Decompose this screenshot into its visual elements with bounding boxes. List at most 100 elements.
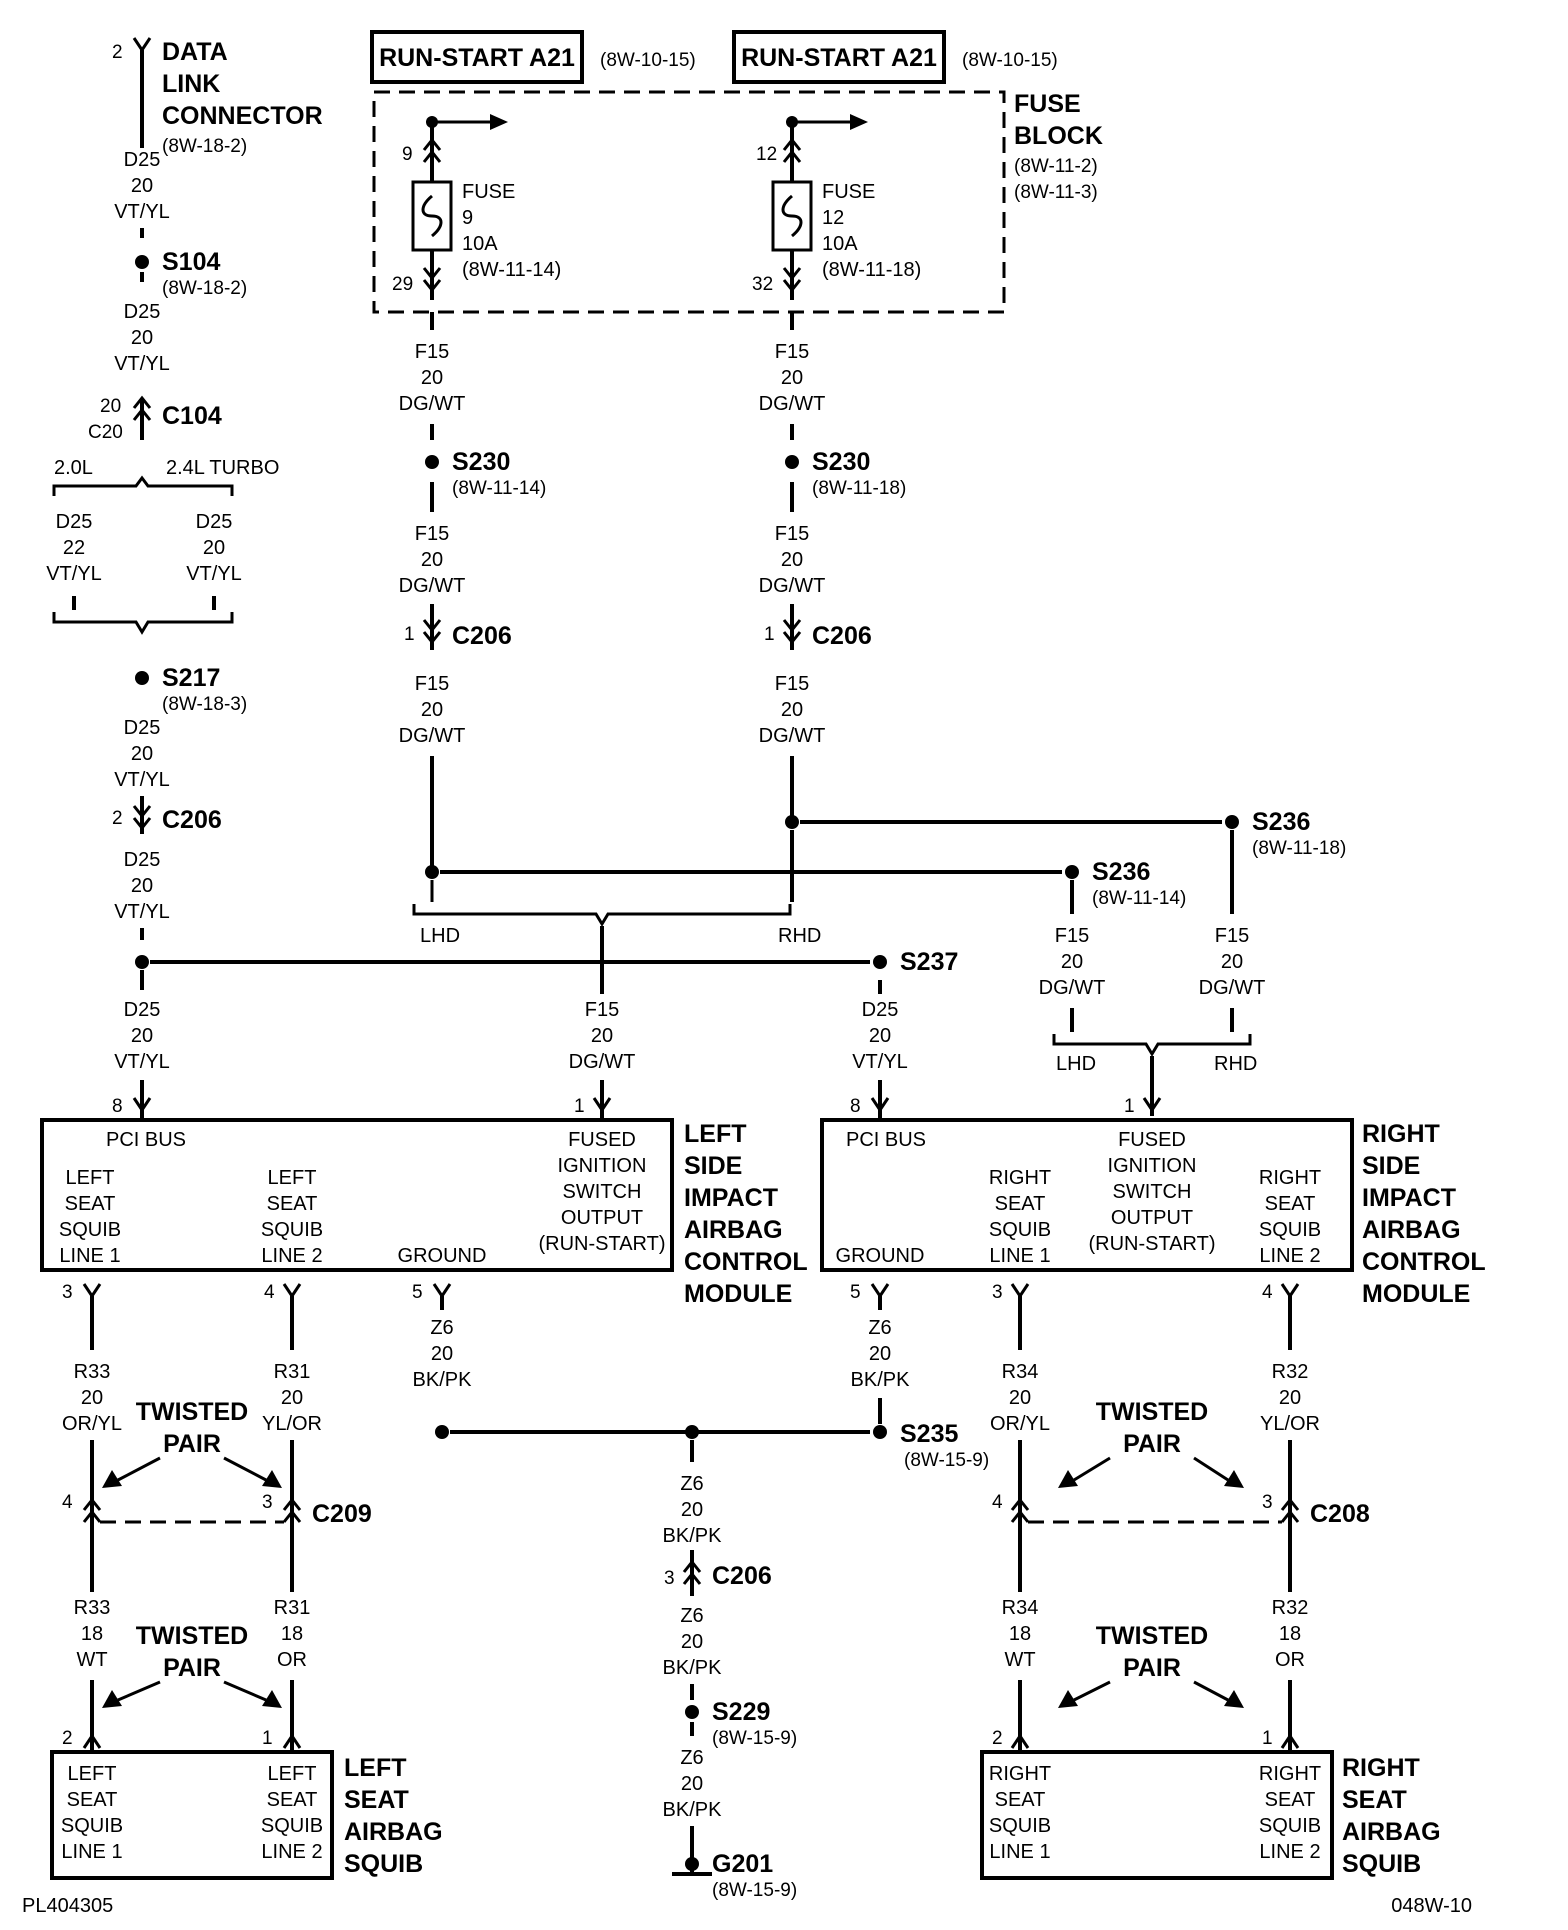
splice-ref: (8W-11-18) bbox=[812, 478, 906, 499]
wire-label: 18 bbox=[1279, 1623, 1301, 1645]
twisted-pair-label: PAIR bbox=[163, 1430, 221, 1458]
wire-label: VT/YL bbox=[46, 563, 102, 585]
wire-label: 20 bbox=[681, 1773, 703, 1795]
wire-label: R31 bbox=[274, 1597, 311, 1619]
wire-label: YL/OR bbox=[262, 1413, 322, 1435]
twisted-pair-label: TWISTED bbox=[136, 1622, 249, 1650]
arrow-icon bbox=[1224, 1690, 1244, 1708]
squib-title: SQUIB bbox=[1342, 1850, 1421, 1878]
splice-label: S236 bbox=[1252, 808, 1310, 836]
power-source-ref: (8W-10-15) bbox=[962, 50, 1058, 71]
data-link-connector: 2 DATA LINK CONNECTOR (8W-18-2) bbox=[112, 37, 323, 157]
pin-label: 3 bbox=[1262, 1492, 1273, 1513]
left-squib-wiring: R33 20 OR/YL R31 20 YL/OR TWISTED PAIR 4… bbox=[50, 1296, 443, 1880]
splice-dot bbox=[873, 955, 887, 969]
arrow-icon bbox=[102, 1690, 122, 1708]
module-text: SQUIB bbox=[1259, 1219, 1321, 1241]
splice-dot bbox=[1225, 815, 1239, 829]
arrow-icon bbox=[1058, 1690, 1078, 1708]
wire-label: BK/PK bbox=[851, 1369, 911, 1391]
wire-label: D25 bbox=[862, 999, 899, 1021]
wire-label: D25 bbox=[124, 999, 161, 1021]
pin-label: C20 bbox=[88, 422, 123, 443]
pin-label: 1 bbox=[574, 1096, 585, 1117]
module-text: (RUN-START) bbox=[1088, 1233, 1215, 1255]
fuse-label: 9 bbox=[462, 207, 473, 229]
splice-dot bbox=[685, 1425, 699, 1439]
module-text: OUTPUT bbox=[561, 1207, 643, 1229]
wire-label: OR/YL bbox=[62, 1413, 122, 1435]
connector-label: C208 bbox=[1310, 1500, 1370, 1528]
wire-label: D25 bbox=[124, 717, 161, 739]
twisted-pair-label: PAIR bbox=[1123, 1654, 1181, 1682]
wire-label: YL/OR bbox=[1260, 1413, 1320, 1435]
wire-label: 20 bbox=[421, 367, 443, 389]
pin-label: 9 bbox=[402, 144, 413, 165]
pin-label: 4 bbox=[1262, 1282, 1273, 1303]
module-title: RIGHT bbox=[1362, 1120, 1440, 1148]
wire-label: 20 bbox=[203, 537, 225, 559]
wire-label: 20 bbox=[681, 1499, 703, 1521]
module-text: FUSED bbox=[568, 1129, 636, 1151]
pin-label: 8 bbox=[850, 1096, 861, 1117]
wire-label: 20 bbox=[869, 1343, 891, 1365]
wire-label: BK/PK bbox=[663, 1799, 723, 1821]
wire-label: Z6 bbox=[430, 1317, 453, 1339]
connector-symbol bbox=[682, 1559, 702, 1573]
module-title: MODULE bbox=[1362, 1280, 1470, 1308]
wire-label: R32 bbox=[1272, 1361, 1309, 1383]
squib-text: LINE 1 bbox=[989, 1841, 1050, 1863]
squib-title: LEFT bbox=[344, 1754, 407, 1782]
wire-label: 20 bbox=[421, 549, 443, 571]
dlc-title-line: DATA bbox=[162, 38, 228, 66]
wire-label: 20 bbox=[281, 1387, 303, 1409]
module-text: SEAT bbox=[65, 1193, 116, 1215]
wire-label: WT bbox=[1004, 1649, 1035, 1671]
module-title: IMPACT bbox=[1362, 1184, 1456, 1212]
wire-label: DG/WT bbox=[1039, 977, 1106, 999]
module-text: RIGHT bbox=[1259, 1167, 1321, 1189]
module-text: PCI BUS bbox=[846, 1129, 926, 1151]
pin-label: 4 bbox=[264, 1282, 275, 1303]
arrow-icon bbox=[1224, 1470, 1244, 1488]
wire-label: DG/WT bbox=[569, 1051, 636, 1073]
wire-label: VT/YL bbox=[114, 201, 170, 223]
wire-label: R31 bbox=[274, 1361, 311, 1383]
ground-path: Z6 20 BK/PK Z6 20 BK/PK S235 (8W-15-9) Z… bbox=[413, 1296, 989, 1901]
connector-label: C206 bbox=[452, 622, 512, 650]
pin-label: 29 bbox=[392, 274, 413, 295]
module-text: LEFT bbox=[268, 1167, 317, 1189]
fuse-label: (8W-11-18) bbox=[822, 259, 921, 281]
wire-label: DG/WT bbox=[1199, 977, 1266, 999]
wire-label: 20 bbox=[869, 1025, 891, 1047]
fuse-block-ref: (8W-11-3) bbox=[1014, 182, 1098, 203]
wire-label: R34 bbox=[1002, 1361, 1039, 1383]
fuse-label: 10A bbox=[462, 233, 498, 255]
wire-label: DG/WT bbox=[399, 575, 466, 597]
wire-label: WT bbox=[76, 1649, 107, 1671]
ground-icon bbox=[685, 1857, 699, 1871]
wire-label: F15 bbox=[415, 523, 449, 545]
connector-label: C206 bbox=[712, 1562, 772, 1590]
module-text: OUTPUT bbox=[1111, 1207, 1193, 1229]
wire-label: F15 bbox=[775, 523, 809, 545]
wire-label: 20 bbox=[431, 1343, 453, 1365]
wire-label: VT/YL bbox=[852, 1051, 908, 1073]
wire-label: 20 bbox=[81, 1387, 103, 1409]
wire-label: 20 bbox=[781, 549, 803, 571]
splice-ref: (8W-18-3) bbox=[162, 694, 247, 715]
module-text: FUSED bbox=[1118, 1129, 1186, 1151]
ground-ref: (8W-15-9) bbox=[712, 1880, 797, 1901]
splice-dot bbox=[135, 955, 149, 969]
wire-label: 20 bbox=[591, 1025, 613, 1047]
connector-symbol bbox=[422, 619, 442, 633]
wire-label: D25 bbox=[196, 511, 233, 533]
connector-symbol bbox=[82, 1497, 102, 1511]
wire-label: D25 bbox=[124, 149, 161, 171]
wire-label: BK/PK bbox=[663, 1525, 723, 1547]
wire-label: 20 bbox=[1221, 951, 1243, 973]
pin-label: 2 bbox=[112, 808, 123, 829]
module-text: LINE 2 bbox=[1259, 1245, 1320, 1267]
wire-label: DG/WT bbox=[399, 725, 466, 747]
connector-symbol bbox=[782, 619, 802, 633]
